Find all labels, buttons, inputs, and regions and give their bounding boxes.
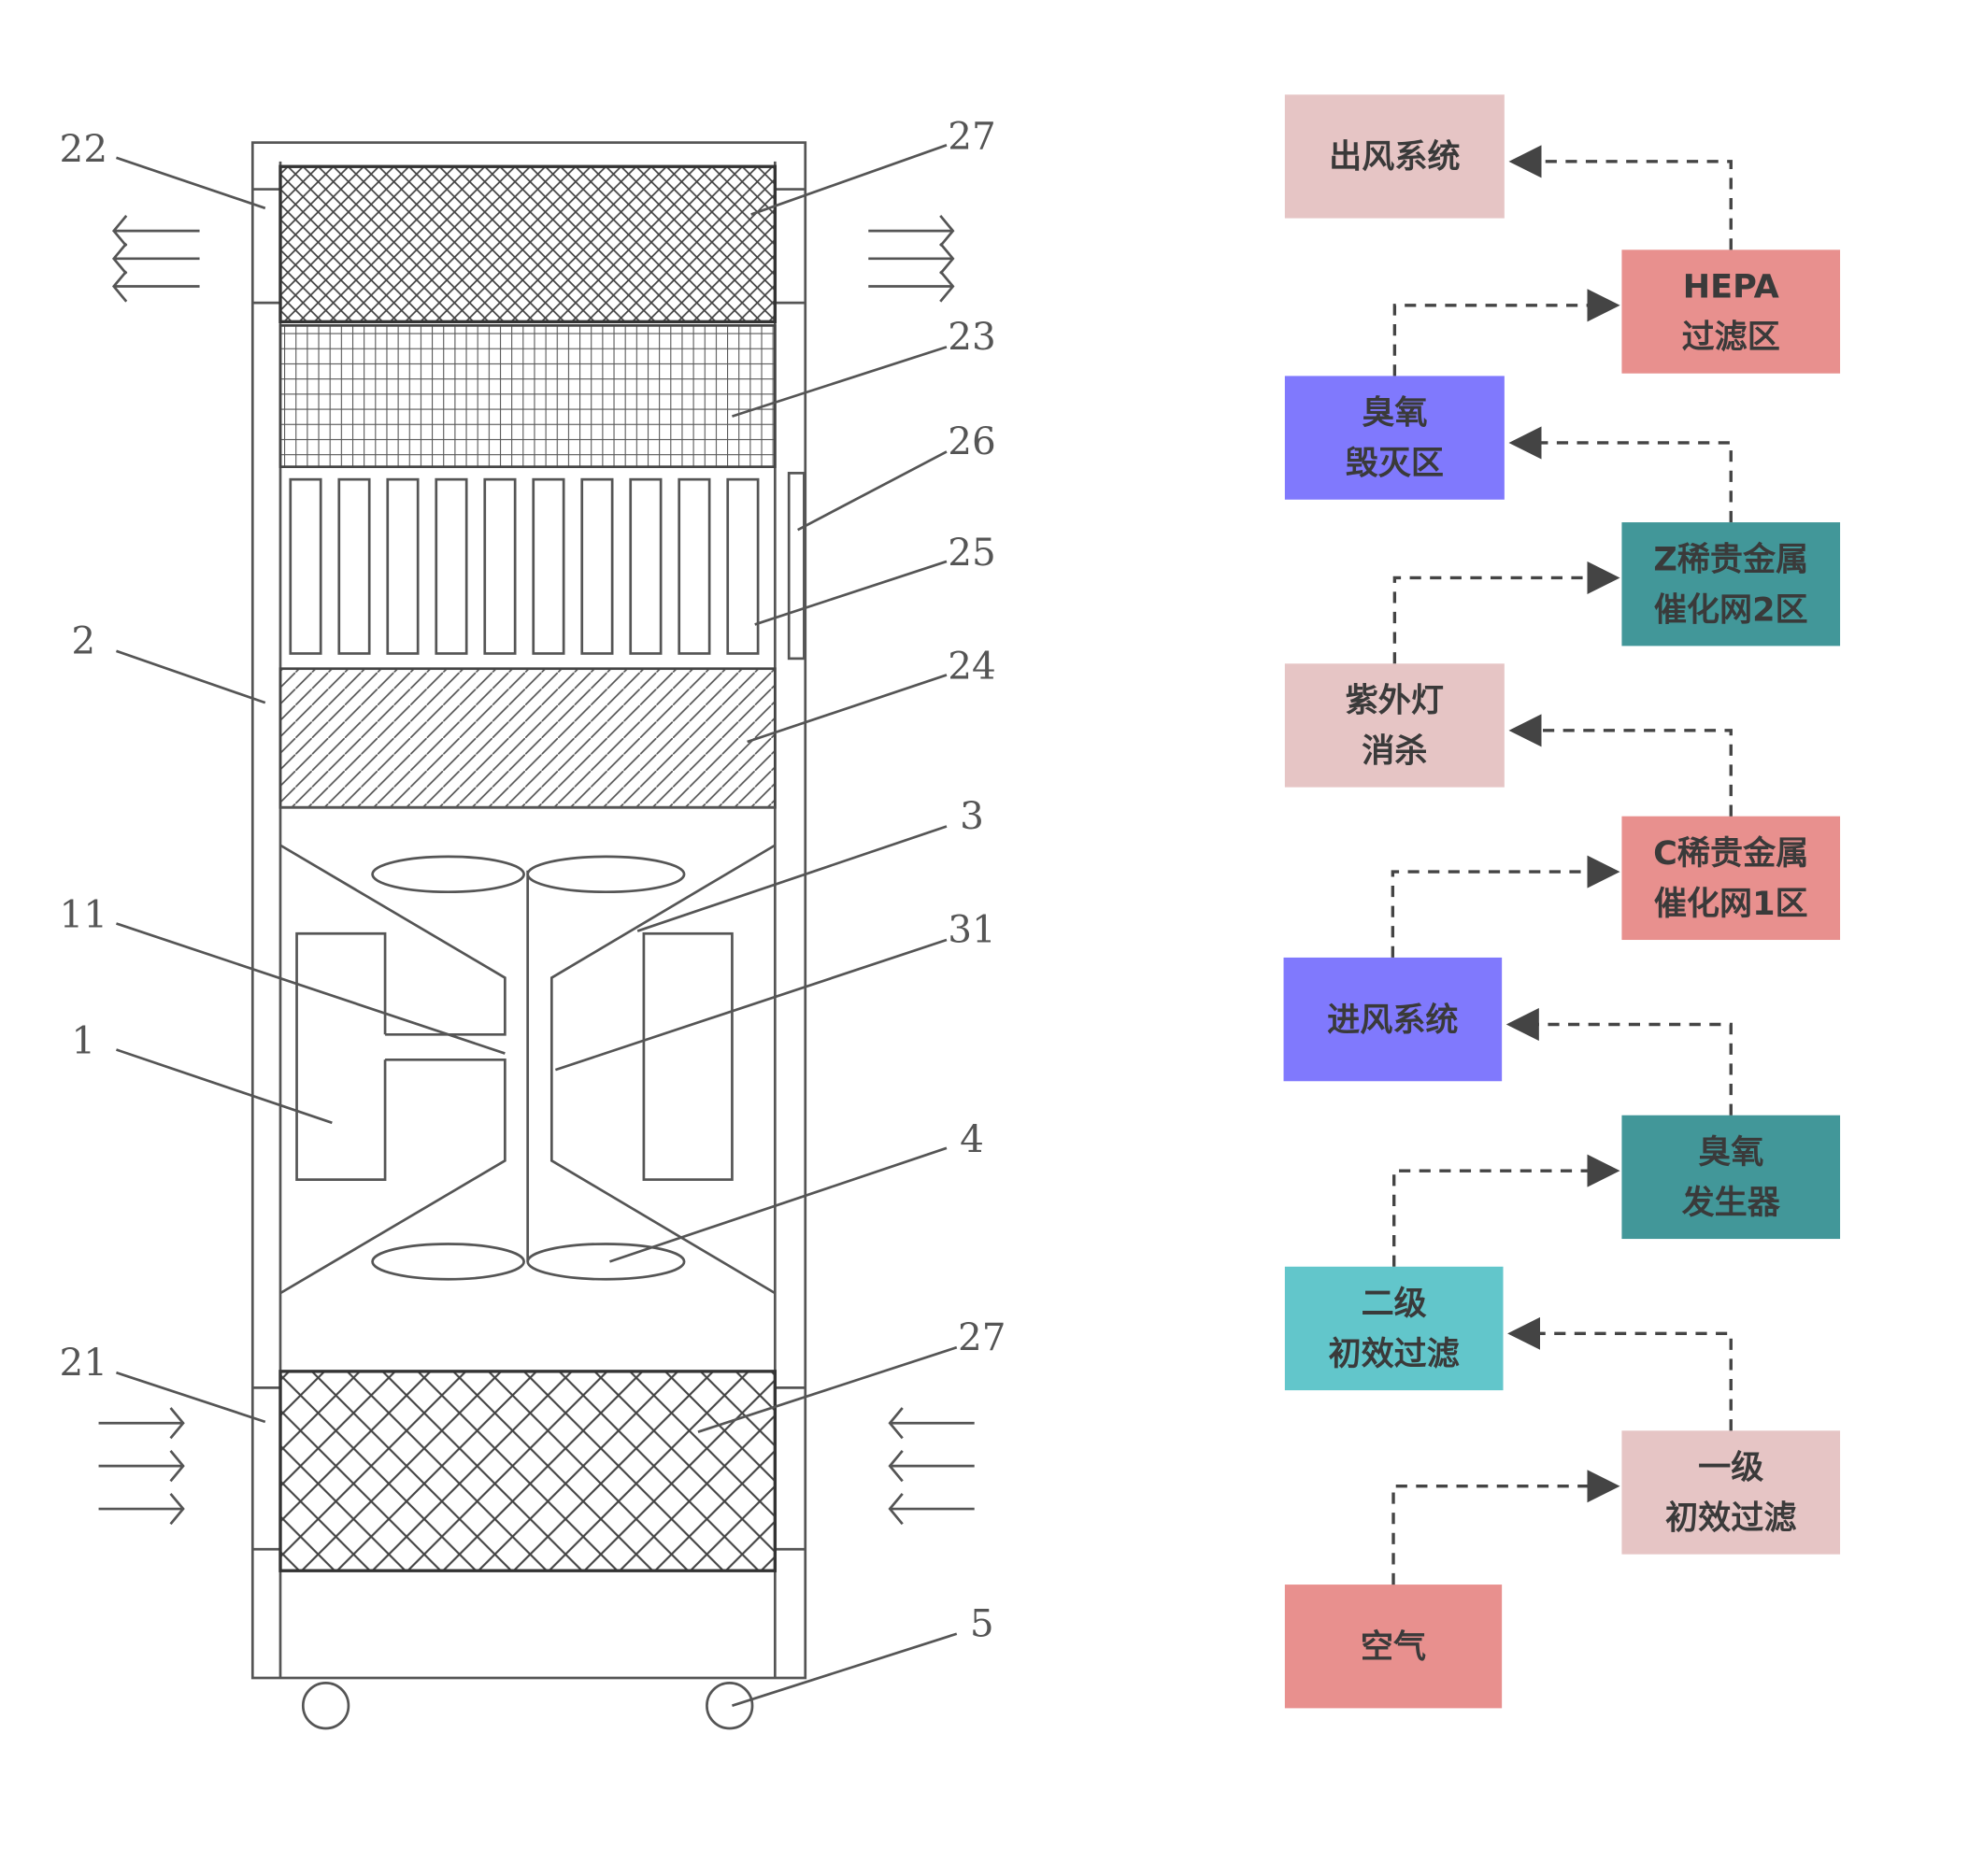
part-number-label: 5 <box>970 1600 994 1645</box>
leader-line <box>116 649 266 704</box>
flow-node-label: 二级 <box>1362 1285 1427 1323</box>
leader-line <box>116 156 266 210</box>
wheel <box>706 1682 754 1730</box>
slat <box>726 477 760 655</box>
slat <box>678 477 711 655</box>
part-number-label: 23 <box>948 314 996 359</box>
leader-line <box>609 1146 948 1263</box>
flow-arrow <box>1508 145 1733 250</box>
flow-node-label: 发生器 <box>1682 1184 1781 1222</box>
fan-blade <box>371 1243 525 1281</box>
part-number-label: 11 <box>60 892 108 937</box>
side-panel <box>787 472 806 661</box>
process-flowchart: 出风系统HEPA过滤区臭氧毁灭区Z稀贵金属催化网2区紫外灯消杀C稀贵金属催化网1… <box>1283 94 1841 1709</box>
part-number-label: 24 <box>948 643 996 688</box>
slat <box>435 477 468 655</box>
flow-node-label: 臭氧 <box>1698 1133 1763 1172</box>
slat <box>337 477 371 655</box>
hatched-filter <box>278 667 777 809</box>
part-number-label: 26 <box>948 419 996 463</box>
part-number-label: 1 <box>71 1018 95 1063</box>
flow-node-label: 初效过滤 <box>1665 1499 1796 1538</box>
part-number-label: 31 <box>948 907 996 952</box>
wheel <box>301 1682 350 1730</box>
flow-arrow <box>1391 855 1620 958</box>
flow-node-outlet: 出风系统 <box>1284 94 1505 219</box>
flow-arrow <box>1391 1470 1620 1585</box>
leader-line <box>116 1048 333 1125</box>
grid-filter <box>278 324 777 468</box>
flow-arrow <box>1508 426 1733 523</box>
catalyst-slats <box>289 477 760 655</box>
flow-node-label: 一级 <box>1698 1449 1763 1487</box>
flow-node-air: 空气 <box>1284 1585 1503 1709</box>
top-mesh-filter <box>278 164 778 324</box>
flow-node-label: 臭氧 <box>1362 394 1427 433</box>
leader-line <box>754 560 948 626</box>
slat <box>289 477 322 655</box>
flow-arrow <box>1507 1316 1733 1431</box>
leader-line <box>797 450 948 532</box>
flow-node-hepa: HEPA 过滤区 <box>1621 249 1841 374</box>
flow-node-label: 出风系统 <box>1329 138 1460 177</box>
leader-line <box>636 825 948 932</box>
leader-line <box>732 1632 958 1707</box>
slat <box>629 477 663 655</box>
slat <box>580 477 614 655</box>
flow-node-label: 进风系统 <box>1327 1001 1458 1039</box>
part-number-label: 27 <box>948 113 996 158</box>
fan-blade <box>526 1243 686 1281</box>
flow-arrow <box>1392 561 1620 664</box>
flow-node-inlet: 进风系统 <box>1283 957 1503 1082</box>
slat <box>532 477 565 655</box>
leader-line <box>697 1345 958 1433</box>
flow-node-label: 初效过滤 <box>1328 1335 1459 1373</box>
leader-line <box>747 674 948 744</box>
flow-node-label: C稀贵金属 <box>1653 834 1808 873</box>
leader-line <box>732 346 948 418</box>
leader-line <box>116 922 506 1055</box>
part-number-label: 21 <box>60 1340 108 1385</box>
airflow-arrows <box>98 215 975 1526</box>
leader-line <box>116 1371 266 1424</box>
leader-line <box>554 938 948 1072</box>
flow-node-label: 过滤区 <box>1682 319 1780 357</box>
flow-arrow <box>1508 714 1733 817</box>
part-number-label: 2 <box>71 618 95 662</box>
part-number-label: 3 <box>960 793 984 838</box>
flow-node-label: 毁灭区 <box>1346 445 1444 483</box>
slat <box>386 477 420 655</box>
bottom-mesh-filter <box>278 1370 778 1572</box>
fan-blade <box>526 855 686 894</box>
flow-arrow <box>1505 1007 1733 1116</box>
flow-node-label: 催化网2区 <box>1654 590 1808 629</box>
leader-line <box>750 144 948 216</box>
flow-node-label: HEPA <box>1683 268 1779 306</box>
part-number-label: 25 <box>948 530 996 575</box>
fan-blade <box>371 855 525 894</box>
flow-node-label: 催化网1区 <box>1654 885 1808 923</box>
part-number-label: 4 <box>960 1116 984 1161</box>
flow-arrow <box>1392 1154 1620 1267</box>
flow-node-label: 空气 <box>1361 1627 1426 1666</box>
part-number-label: 22 <box>60 126 108 171</box>
flow-node-label: 消杀 <box>1362 732 1427 771</box>
slat <box>483 477 517 655</box>
flow-arrow <box>1392 289 1620 377</box>
flow-node-label: Z稀贵金属 <box>1653 540 1808 578</box>
part-number-label: 27 <box>958 1315 1006 1359</box>
flow-node-label: 紫外灯 <box>1346 682 1444 720</box>
